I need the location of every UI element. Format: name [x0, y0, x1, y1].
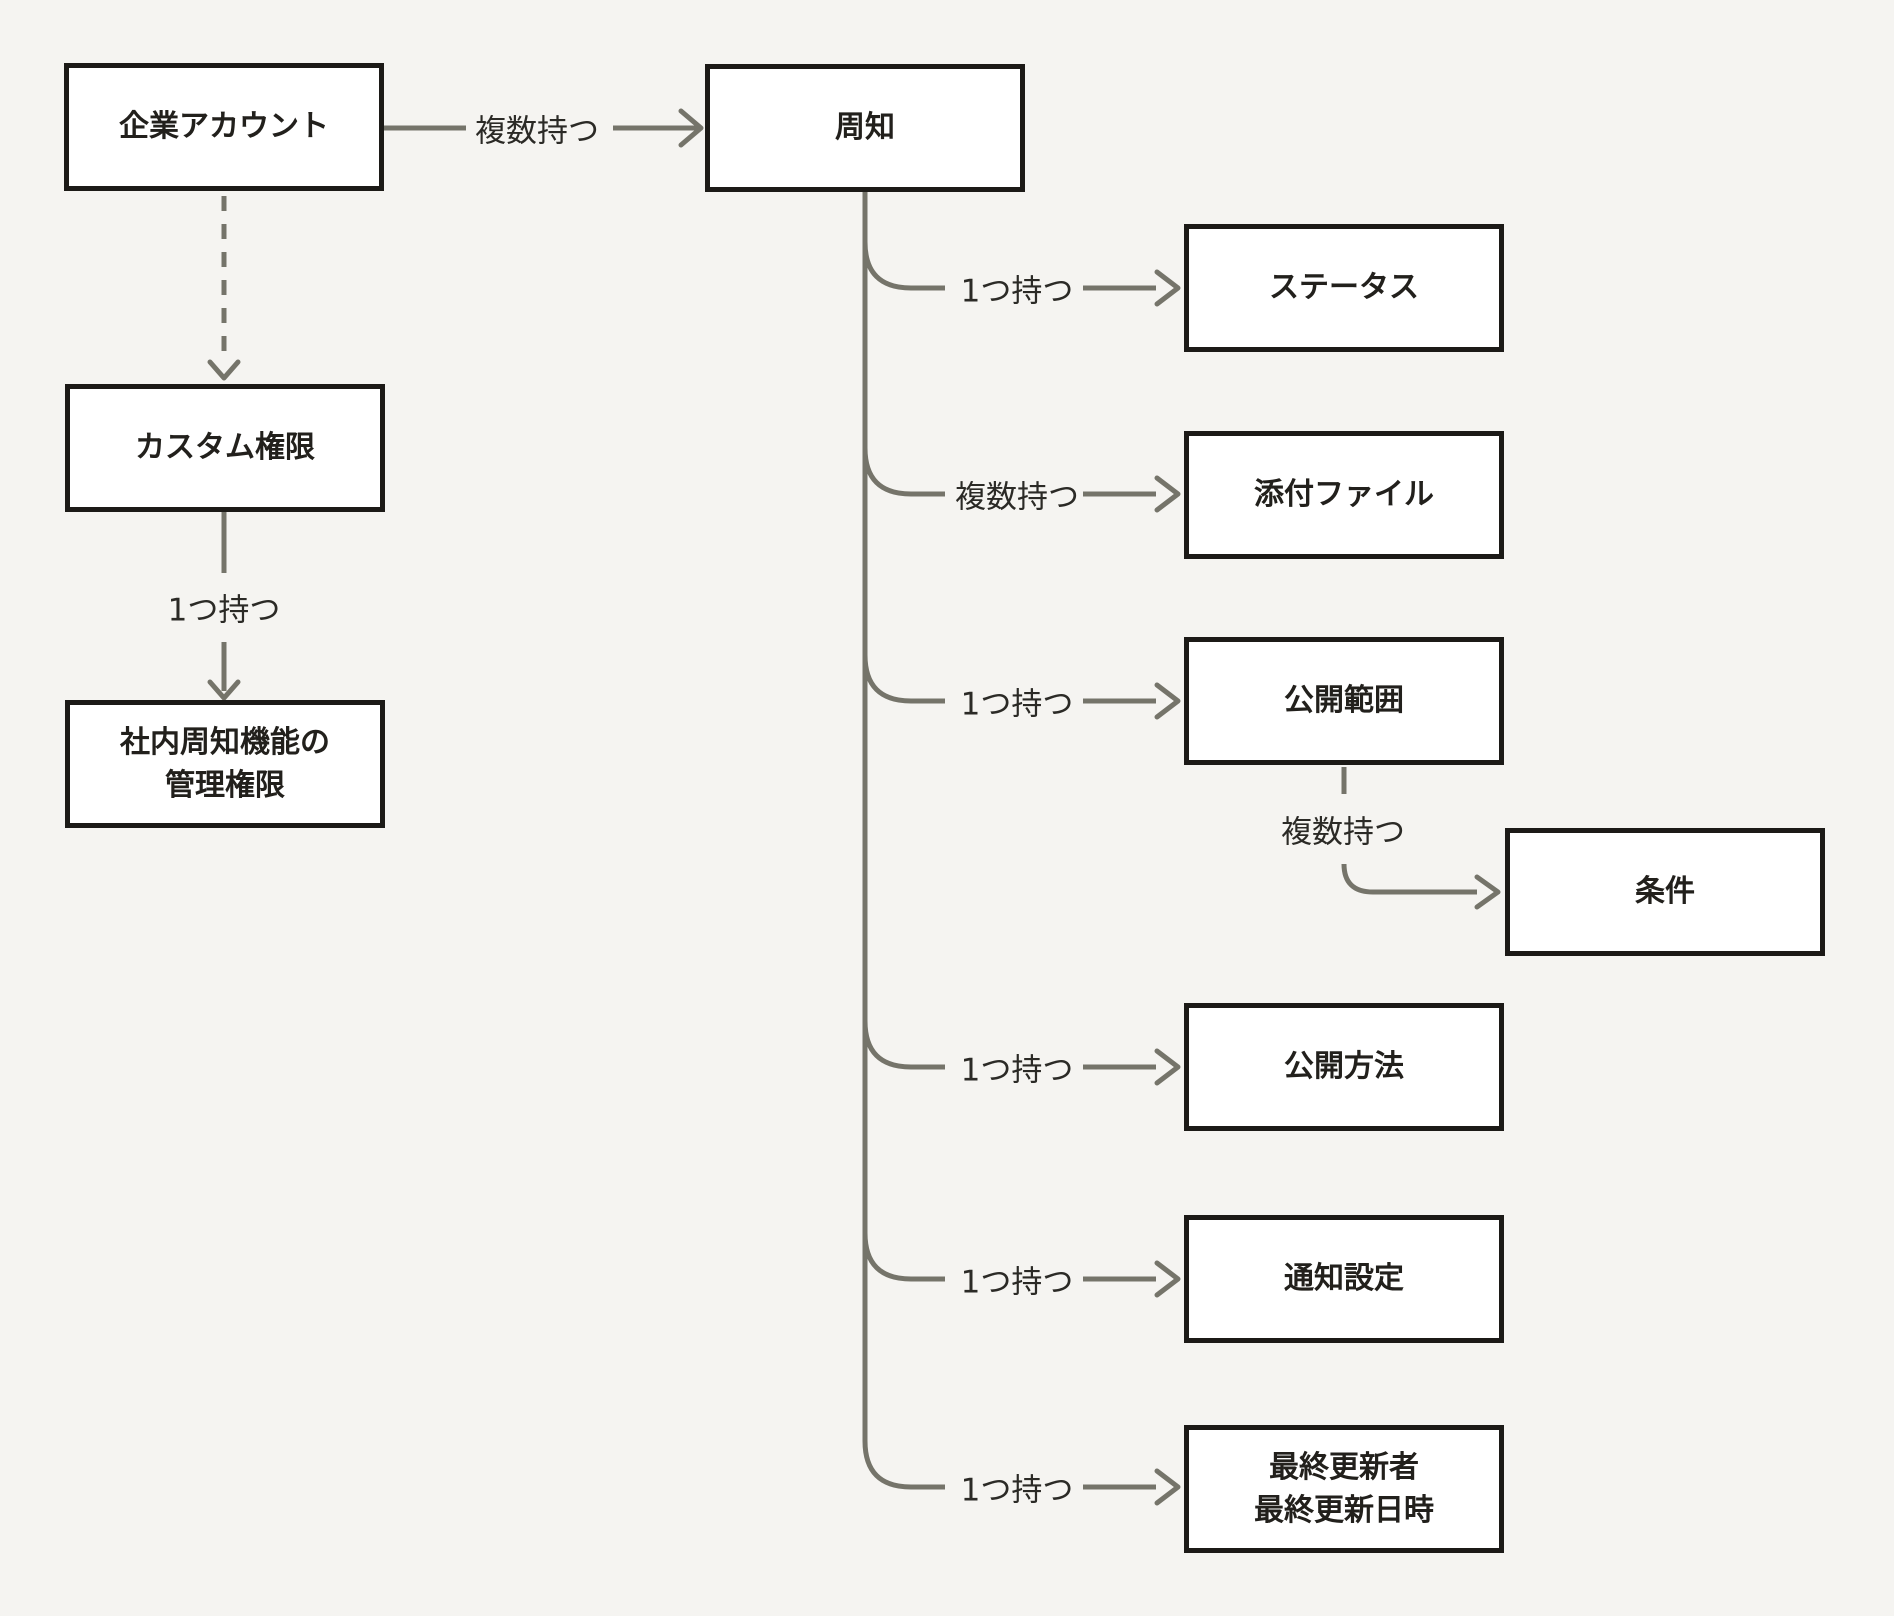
node-announcement-label: 周知: [835, 110, 895, 146]
node-announcement: 周知: [705, 64, 1025, 192]
arrowhead-custom-to-admin: [207, 679, 241, 701]
node-custom-permission-label: カスタム権限: [135, 430, 315, 466]
node-conditions: 条件: [1505, 828, 1825, 956]
arrowhead-last-updated: [1154, 1468, 1181, 1506]
arrowhead-notification: [1154, 1260, 1181, 1298]
node-publication-method: 公開方法: [1184, 1003, 1504, 1131]
node-corporate-account-label: 企業アカウント: [119, 109, 329, 145]
edge-label-custom-to-admin: 1つ持つ: [167, 592, 281, 629]
edge-branch-elbow-method: [862, 1020, 945, 1070]
node-notification-settings-label: 通知設定: [1284, 1261, 1404, 1297]
node-last-updated: 最終更新者 最終更新日時: [1184, 1425, 1504, 1553]
node-publication-method-label: 公開方法: [1284, 1049, 1404, 1085]
edge-scope-to-conditions-elbow: [1341, 863, 1477, 895]
edge-label-announcement-to-notification: 1つ持つ: [960, 1264, 1074, 1301]
node-publication-scope-label: 公開範囲: [1284, 683, 1404, 719]
edge-label-scope-to-conditions: 複数持つ: [1281, 814, 1405, 851]
edge-branch-elbow-attachments: [862, 447, 945, 497]
node-attachments-label: 添付ファイル: [1254, 477, 1434, 513]
node-corporate-account: 企業アカウント: [64, 63, 384, 191]
edge-branch-elbow-notification: [862, 1232, 945, 1282]
edge-label-corp-to-announcement: 複数持つ: [475, 113, 599, 150]
arrowhead-attachments: [1154, 475, 1181, 513]
edge-label-announcement-to-attachments: 複数持つ: [955, 479, 1079, 516]
node-notification-settings: 通知設定: [1184, 1215, 1504, 1343]
node-conditions-label: 条件: [1635, 874, 1695, 910]
node-admin-permission: 社内周知機能の 管理権限: [65, 700, 385, 828]
edge-label-announcement-to-scope: 1つ持つ: [960, 686, 1074, 723]
edge-label-announcement-to-last-updated: 1つ持つ: [960, 1472, 1074, 1509]
edge-label-announcement-to-status: 1つ持つ: [960, 273, 1074, 310]
node-last-updated-line1: 最終更新者: [1269, 1449, 1419, 1485]
edge-announcement-trunk: [862, 190, 945, 1490]
node-last-updated-line2: 最終更新日時: [1254, 1493, 1434, 1528]
node-publication-scope: 公開範囲: [1184, 637, 1504, 765]
node-admin-permission-line2: 管理権限: [165, 768, 285, 803]
node-custom-permission: カスタム権限: [65, 384, 385, 512]
arrowhead-conditions: [1474, 874, 1501, 910]
edge-branch-elbow-scope: [862, 654, 945, 704]
arrowhead-status: [1154, 269, 1181, 307]
node-attachments: 添付ファイル: [1184, 431, 1504, 559]
node-status: ステータス: [1184, 224, 1504, 352]
edge-label-announcement-to-method: 1つ持つ: [960, 1052, 1074, 1089]
arrowhead-scope: [1154, 682, 1181, 720]
edge-branch-elbow-status: [862, 241, 945, 291]
node-admin-permission-line1: 社内周知機能の: [120, 724, 330, 760]
arrowhead-corp-to-custom: [207, 359, 241, 381]
arrowhead-method: [1154, 1048, 1181, 1086]
node-status-label: ステータス: [1269, 270, 1419, 306]
arrowhead-corp-to-announcement: [678, 108, 704, 148]
